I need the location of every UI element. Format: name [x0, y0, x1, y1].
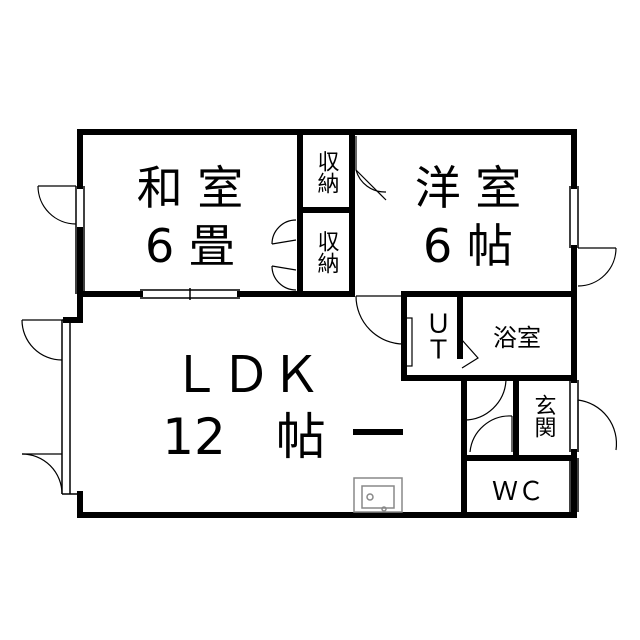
- ut-label: ＵＴ: [421, 310, 451, 362]
- washitsu-name: 和 室: [137, 161, 244, 215]
- walls: [63, 129, 577, 518]
- ldk-name: ＬＤＫ: [171, 346, 321, 404]
- ldk-size: 12 帖: [162, 408, 326, 466]
- kitchen-sink: [353, 477, 403, 513]
- washitsu-size: 6 畳: [145, 219, 235, 273]
- storage-upper-label: 収納: [314, 150, 340, 194]
- yoshitsu-size: 6 帖: [423, 219, 513, 273]
- wc-label: ＷＣ: [492, 477, 544, 507]
- doors: [21, 136, 618, 495]
- bath-label: 浴室: [493, 324, 541, 352]
- storage-lower-label: 収納: [314, 230, 340, 274]
- room-labels: 和 室 6 畳 洋 室 6 帖 収納 収納 ＬＤＫ 12 帖 ＵＴ 浴室 玄関 …: [137, 150, 556, 507]
- yoshitsu-name: 洋 室: [415, 161, 522, 215]
- entrance-label: 玄関: [531, 394, 556, 438]
